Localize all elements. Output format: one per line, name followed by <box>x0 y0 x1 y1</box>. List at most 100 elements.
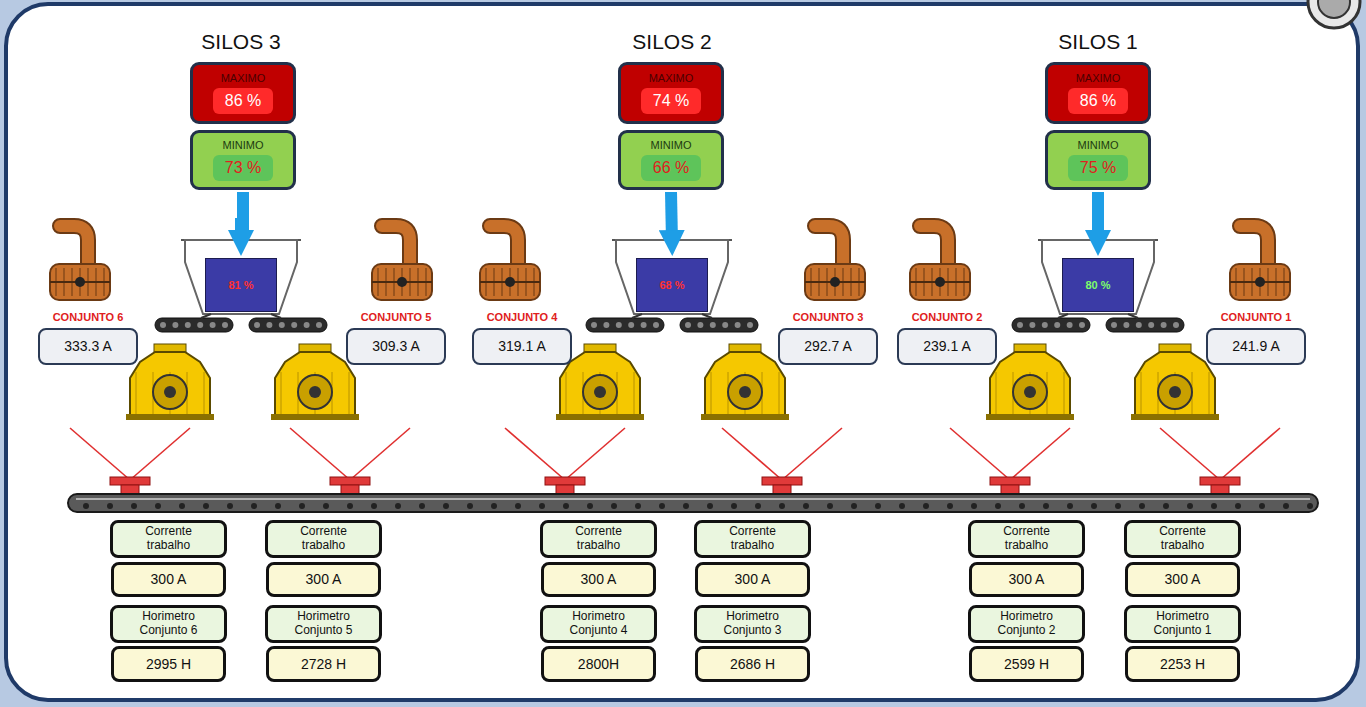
feeder-roller <box>747 322 753 328</box>
unit-name: CONJUNTO 4 <box>487 311 558 324</box>
conveyor-roller <box>323 503 329 509</box>
feeder-roller <box>1017 322 1023 328</box>
conveyor-roller <box>875 503 881 509</box>
crusher-rib <box>349 372 350 414</box>
node-text: MAXIMO <box>221 72 266 85</box>
unit-name: CONJUNTO 6 <box>53 311 124 324</box>
feeder-roller <box>591 322 597 328</box>
unit-name: CONJUNTO 3 <box>793 311 864 324</box>
crusher-rib <box>204 372 205 414</box>
node-text: Horimetro Conjunto 6 <box>137 610 200 638</box>
value-box: 300 A <box>1125 562 1240 597</box>
conveyor-roller <box>227 503 233 509</box>
crusher-base <box>986 414 1074 420</box>
max-level-box: MAXIMO86 % <box>190 62 296 124</box>
motor-body <box>372 264 432 300</box>
conveyor-roller <box>1139 503 1145 509</box>
conveyor-roller <box>371 503 377 509</box>
motor-chute <box>382 226 410 268</box>
crusher-rib <box>634 372 635 414</box>
motor-symbol <box>50 226 110 300</box>
feeder-roller <box>710 322 716 328</box>
feeder-roller <box>628 322 634 328</box>
conveyor-roller <box>395 503 401 509</box>
discharge-foot <box>773 485 791 494</box>
current-box: CONJUNTO 3292.7 A <box>778 328 878 365</box>
discharge-foot <box>121 485 139 494</box>
value-box: 300 A <box>969 562 1084 597</box>
crusher-body <box>1135 352 1215 418</box>
motor-body <box>50 264 110 300</box>
conveyor-roller <box>803 503 809 509</box>
feeder-roller <box>1054 322 1060 328</box>
feeder-belt <box>586 318 664 332</box>
feeder-roller <box>1042 322 1048 328</box>
conveyor-roller <box>251 503 257 509</box>
feeder-roller <box>1136 322 1142 328</box>
motor-chute <box>1240 226 1268 268</box>
min-level-box: MINIMO75 % <box>1045 130 1151 190</box>
discharge-line <box>505 428 565 480</box>
value-box: 300 A <box>695 562 810 597</box>
discharge-line <box>130 428 190 480</box>
crusher-rotor <box>1013 375 1047 409</box>
motor-hub <box>935 277 945 287</box>
conveyor-roller <box>659 503 665 509</box>
value-box: 2686 H <box>695 646 810 682</box>
conveyor-roller <box>1067 503 1073 509</box>
conveyor-roller <box>755 503 761 509</box>
node-text: 300 A <box>581 571 617 587</box>
motor-chute <box>60 226 88 268</box>
conveyor-roller <box>155 503 161 509</box>
conveyor-roller <box>1211 503 1217 509</box>
node-text: Corrente trabalho <box>721 525 784 553</box>
motor-chute <box>490 226 518 268</box>
feeder-support <box>1128 314 1138 318</box>
node-text: 2253 H <box>1160 656 1205 672</box>
motor-chute <box>815 226 843 268</box>
conveyor-belt <box>68 494 1318 512</box>
node-text: Horimetro Conjunto 1 <box>1151 610 1214 638</box>
conveyor-roller <box>995 503 1001 509</box>
motor-hub <box>1255 277 1265 287</box>
motor-body <box>1230 264 1290 300</box>
crusher-shaft <box>164 386 176 398</box>
conveyor-roller <box>947 503 953 509</box>
feed-arrow <box>1092 192 1104 242</box>
value-box: 2253 H <box>1125 646 1240 682</box>
crusher-rib <box>136 372 137 414</box>
node-text: 300 A <box>1009 571 1045 587</box>
node-text: Horimetro Conjunto 3 <box>721 610 784 638</box>
feeder-roller <box>304 322 310 328</box>
conveyor-roller <box>83 503 89 509</box>
crusher-base <box>126 414 214 420</box>
conveyor-roller <box>275 503 281 509</box>
caption-box: Horimetro Conjunto 2 <box>968 605 1085 643</box>
feeder-roller <box>172 322 178 328</box>
motor-symbol <box>805 226 865 300</box>
node-text: 300 A <box>151 571 187 587</box>
discharge-line <box>565 428 625 480</box>
conveyor-roller <box>779 503 785 509</box>
crusher-rib <box>996 372 997 414</box>
node-text: 2995 H <box>146 656 191 672</box>
feeder-support <box>1058 314 1068 318</box>
crusher-rib <box>1141 372 1142 414</box>
crusher-body <box>130 352 210 418</box>
motor-chute <box>920 226 948 268</box>
crusher-symbol <box>986 344 1074 420</box>
node-text: 74 % <box>641 88 701 114</box>
hopper-body <box>616 240 728 314</box>
discharge-feeder <box>762 477 802 485</box>
discharge-chute <box>70 428 190 494</box>
caption-box: Horimetro Conjunto 5 <box>265 605 382 643</box>
crusher-rotor <box>728 375 762 409</box>
motor-hub <box>830 277 840 287</box>
crusher-shaft <box>309 386 321 398</box>
conveyor-top <box>76 498 1310 500</box>
value-box: 2728 H <box>266 646 381 682</box>
discharge-line <box>1010 428 1070 480</box>
feeder-belt <box>1012 318 1090 332</box>
discharge-line <box>70 428 130 480</box>
conveyor-roller <box>923 503 929 509</box>
